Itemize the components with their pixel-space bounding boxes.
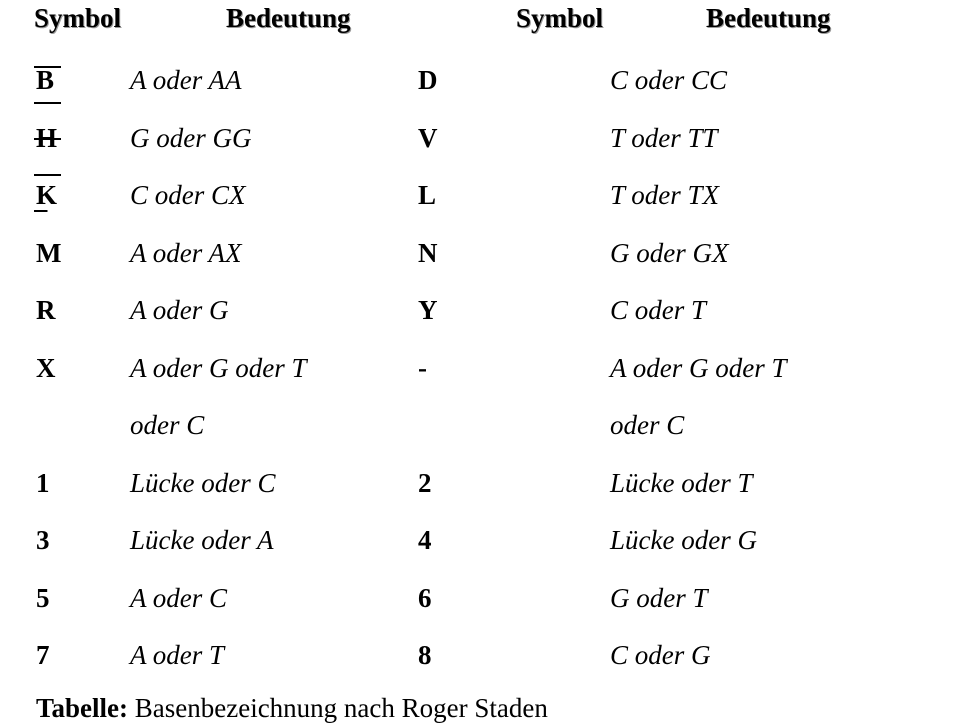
meaning-right: C oder G	[610, 640, 711, 670]
header-meaning-right: Bedeutung	[706, 3, 831, 33]
header-meaning-left: Bedeutung	[226, 3, 351, 33]
symbol-right: 2	[418, 467, 432, 498]
meaning-right: G oder GX	[610, 237, 729, 268]
symbol-left: M	[36, 237, 62, 268]
caption-label: Tabelle:	[36, 693, 129, 723]
meaning-right: Lücke oder T	[610, 467, 753, 498]
symbol-left: 7	[36, 640, 50, 670]
symbol-left: R	[36, 295, 56, 325]
symbol-right: -	[418, 352, 427, 383]
meaning-left: A oder G oder T	[130, 352, 307, 383]
symbol-left: 3	[36, 525, 50, 555]
table-row: R A oder G Y C oder T	[0, 282, 960, 340]
symbol-left: 1	[36, 467, 50, 498]
header-symbol-left: Symbol	[34, 3, 122, 33]
meaning-left: oder C	[130, 410, 205, 440]
meaning-right: C oder CC	[610, 65, 728, 95]
meaning-right: A oder G oder T	[610, 352, 787, 383]
table-row: oder C oder C	[0, 397, 960, 455]
table-caption: Tabelle: Basenbezeichnung nach Roger Sta…	[36, 690, 548, 726]
meaning-right: C oder T	[610, 295, 707, 325]
meaning-left: A oder G	[130, 295, 229, 325]
table-row: 7 A oder T 8 C oder G	[0, 627, 960, 685]
symbol-left: 5	[36, 582, 50, 613]
symbol-table: B A oder AA D C oder CC H G oder GG V T …	[0, 52, 960, 685]
table-row: X A oder G oder T - A oder G oder T	[0, 340, 960, 398]
meaning-right: G oder T	[610, 582, 708, 613]
symbol-left: B	[36, 65, 55, 95]
table-row: H G oder GG V T oder TT	[0, 110, 960, 168]
symbol-right: V	[418, 122, 438, 153]
meaning-right: Lücke oder G	[610, 525, 757, 555]
meaning-right: T oder TX	[610, 180, 720, 210]
caption-text: Basenbezeichnung nach Roger Staden	[134, 693, 548, 723]
table-header: Symbol Bedeutung Symbol Bedeutung	[34, 0, 864, 36]
symbol-right: D	[418, 65, 438, 95]
table-row: K C oder CX L T oder TX	[0, 167, 960, 225]
table-row: 3 Lücke oder A 4 Lücke oder G	[0, 512, 960, 570]
table-row: 5 A oder C 6 G oder T	[0, 570, 960, 628]
meaning-left: Lücke oder A	[130, 525, 274, 555]
symbol-right: 8	[418, 640, 432, 670]
meaning-left: A oder AX	[130, 237, 242, 268]
meaning-left: A oder AA	[130, 65, 242, 95]
meaning-left: G oder GG	[130, 122, 252, 153]
symbol-right: L	[418, 180, 437, 210]
symbol-left: K	[36, 180, 58, 210]
meaning-left: Lücke oder C	[130, 467, 276, 498]
symbol-left: H	[36, 122, 58, 153]
table-row: B A oder AA D C oder CC	[0, 52, 960, 110]
meaning-left: C oder CX	[130, 180, 246, 210]
symbol-right: 4	[418, 525, 432, 555]
symbol-right: Y	[418, 295, 438, 325]
meaning-left: A oder C	[130, 582, 228, 613]
table-row: M A oder AX N G oder GX	[0, 225, 960, 283]
symbol-right: 6	[418, 582, 432, 613]
symbol-left: X	[36, 352, 56, 383]
meaning-left: A oder T	[130, 640, 225, 670]
meaning-right: T oder TT	[610, 122, 718, 153]
symbol-right: N	[418, 237, 438, 268]
table-row: 1 Lücke oder C 2 Lücke oder T	[0, 455, 960, 513]
header-symbol-right: Symbol	[516, 3, 604, 33]
meaning-right: oder C	[610, 410, 685, 440]
